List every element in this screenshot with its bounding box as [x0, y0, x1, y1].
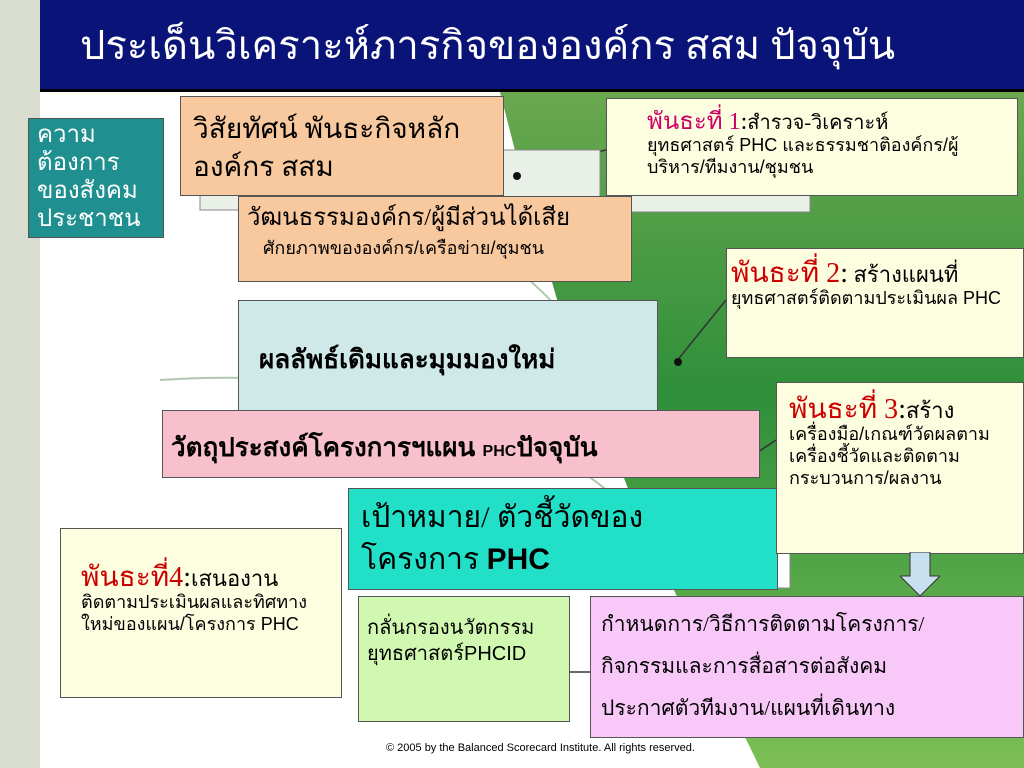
mission-1-label: พันธะที่ 1 — [647, 109, 741, 135]
arrow-down-icon — [900, 552, 940, 596]
mission-4-lead: เสนองาน — [190, 566, 279, 591]
mission-4-box: พันธะที่4:เสนองาน ติดตามประเมินผลและทิศท… — [60, 528, 342, 698]
mission-2-label: พันธะที่ 2 — [731, 258, 841, 289]
action-line-3: ประกาศตัวทีมงาน/แผนที่เดินทาง — [601, 696, 896, 720]
mission-4-body: ติดตามประเมินผลและทิศทางใหม่ของแผน/โครงก… — [81, 592, 308, 634]
mission-1-body: ยุทธศาสตร์ PHC และธรรมชาติองค์กร/ผู้บริห… — [647, 135, 959, 177]
mission-3-box: พันธะที่ 3:สร้าง เครื่องมือ/เกณฑ์วัดผลตา… — [776, 382, 1024, 554]
mission-1-lead: สำรวจ-วิเคราะห์ — [747, 112, 889, 134]
culture-box: วัฒนธรรมองค์กร/ผู้มีส่วนได้เสีย ศักยภาพข… — [238, 196, 632, 282]
culture-subtitle: ศักยภาพขององค์กร/เครือข่าย/ชุมชน — [263, 238, 545, 258]
page-title: ประเด็นวิเคราะห์ภารกิจขององค์กร สสม ปัจจ… — [40, 0, 1024, 92]
social-needs-box: ความต้องการของสังคมประชาชน — [28, 118, 164, 238]
mission-4-colon: : — [183, 562, 191, 593]
action-line-1: กำหนดการ/วิธีการติดตามโครงการ/ — [601, 612, 925, 636]
objective-text-phc: PHC — [482, 443, 517, 460]
results-text: ผลลัพธ์เดิมและมุมมองใหม่ — [259, 344, 556, 374]
mission-1-box: พันธะที่ 1:สำรวจ-วิเคราะห์ ยุทธศาสตร์ PH… — [606, 98, 1018, 196]
mission-1-colon: : — [740, 109, 748, 135]
connector-dot — [674, 358, 682, 366]
innovation-box: กลั่นกรองนวัตกรรมยุทธศาสตร์PHCID — [358, 596, 570, 722]
objective-text-prefix: วัตถุประสงค์โครงการฯแผน — [171, 432, 483, 462]
target-line2-phc: PHC — [486, 543, 550, 576]
target-line1: เป้าหมาย/ ตัวชี้วัดของ — [361, 501, 644, 534]
target-indicator-box: เป้าหมาย/ ตัวชี้วัดของ โครงการ PHC — [348, 488, 778, 590]
mission-3-label: พันธะที่ 3 — [789, 394, 899, 425]
mission-3-lead: สร้าง — [905, 398, 955, 423]
action-line-2: กิจกรรมและการสื่อสารต่อสังคม — [601, 654, 888, 678]
copyright-notice: © 2005 by the Balanced Scorecard Institu… — [386, 742, 695, 754]
mission-4-label: พันธะที่4 — [81, 562, 184, 593]
target-line2-prefix: โครงการ — [361, 543, 487, 576]
mission-3-colon: : — [898, 394, 906, 425]
objective-box: วัตถุประสงค์โครงการฯแผน PHCปัจจุบัน — [162, 410, 760, 478]
mission-2-box: พันธะที่ 2: สร้างแผนที่ ยุทธศาสตร์ติดตาม… — [726, 248, 1024, 358]
mission-3-body: เครื่องมือ/เกณฑ์วัดผลตามเครื่องชี้วัดและ… — [789, 424, 990, 488]
action-plan-box: กำหนดการ/วิธีการติดตามโครงการ/ กิจกรรมแล… — [590, 596, 1024, 738]
results-box: ผลลัพธ์เดิมและมุมมองใหม่ — [238, 300, 658, 412]
culture-title: วัฒนธรรมองค์กร/ผู้มีส่วนได้เสีย — [247, 205, 571, 231]
mission-2-body: ยุทธศาสตร์ติดตามประเมินผล PHC — [731, 288, 1001, 308]
connector-dot — [513, 172, 521, 180]
target-line2: โครงการ PHC — [361, 539, 765, 581]
objective-text-suffix: ปัจจุบัน — [516, 432, 598, 462]
mission-2-colon: : — [840, 258, 848, 289]
mission-2-lead: สร้างแผนที่ — [847, 262, 959, 287]
vision-mission-box: วิสัยทัศน์ พันธะกิจหลักองค์กร สสม — [180, 96, 504, 196]
